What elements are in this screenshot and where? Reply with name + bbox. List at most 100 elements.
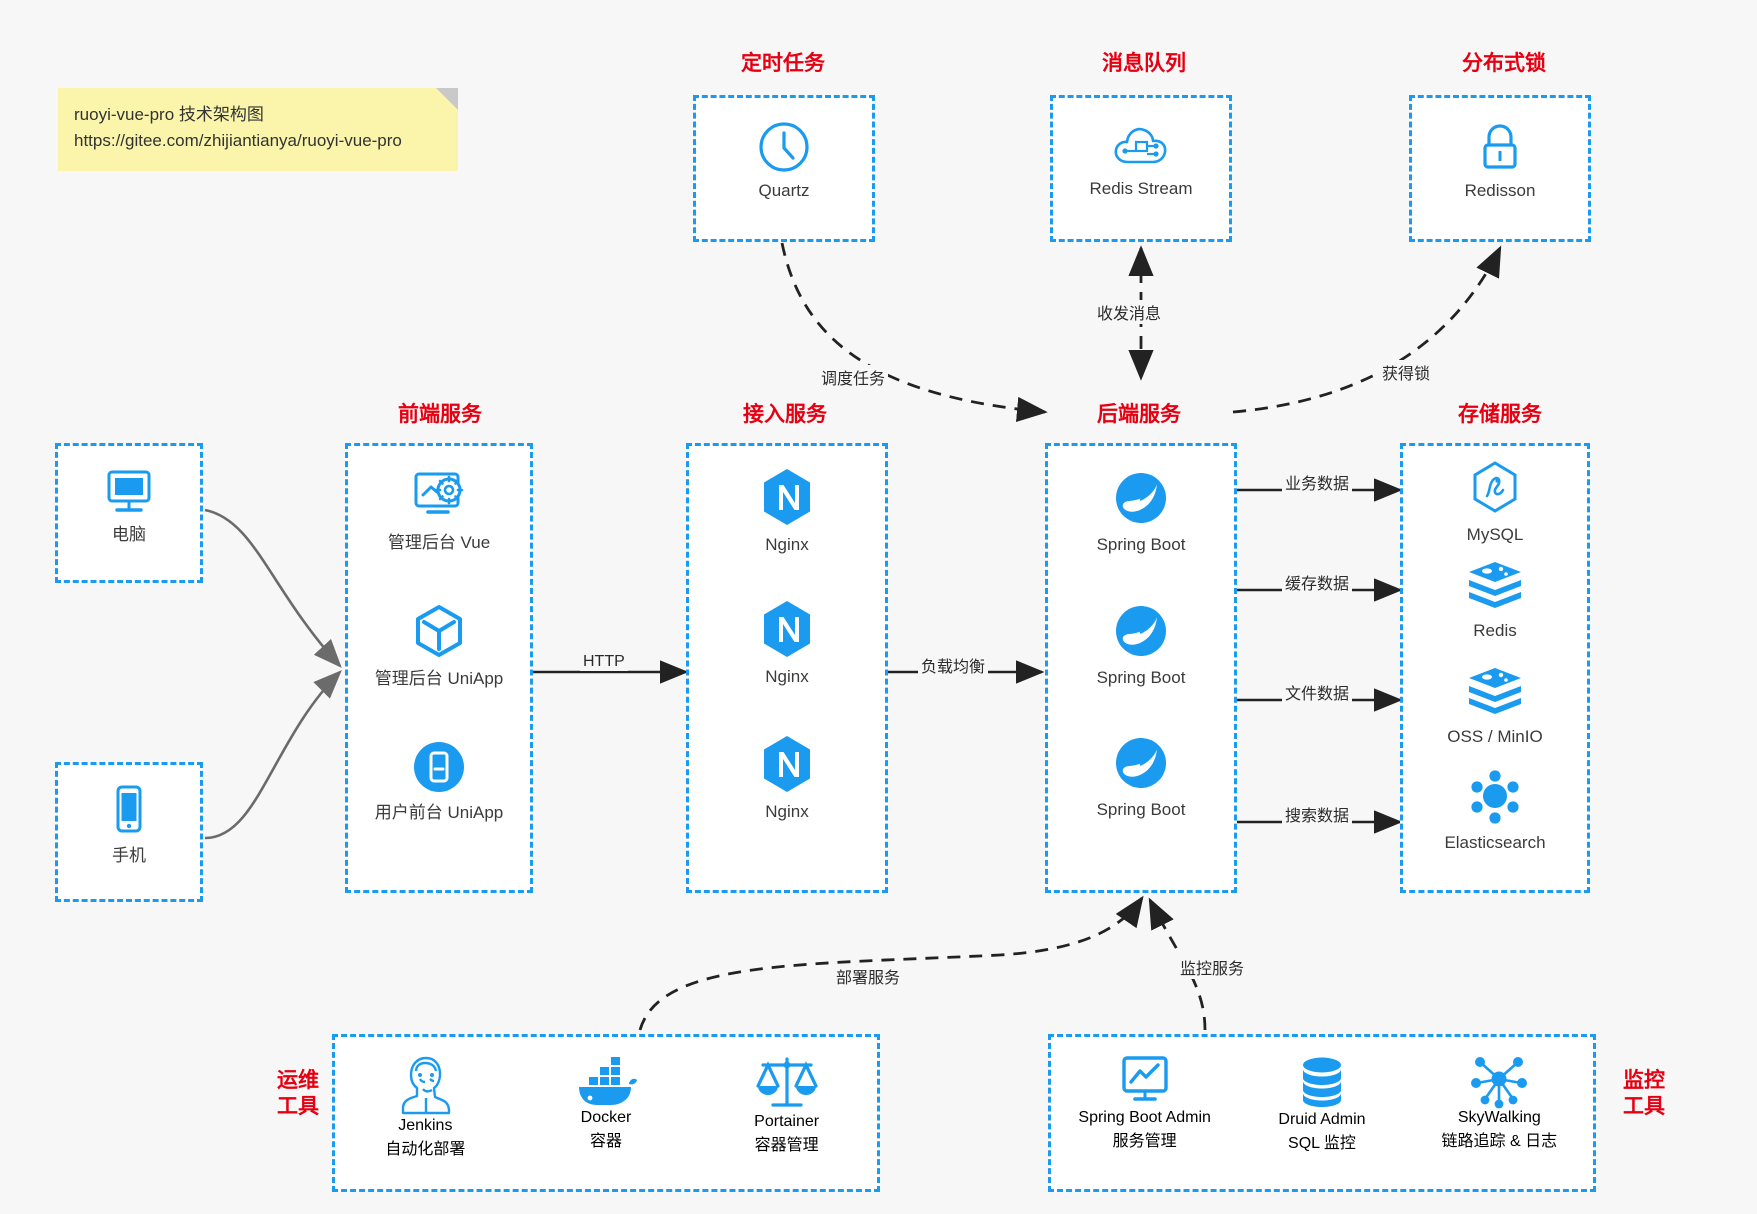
node-druid-admin[interactable]: Druid Admin SQL 监控 (1242, 1053, 1402, 1153)
group-box-backend[interactable]: Spring Boot Spring Boot Spring Boot (1045, 443, 1237, 893)
dashboard-gear-icon (414, 472, 464, 514)
edge-label-mq: 收发消息 (1094, 300, 1165, 324)
mobile-icon (116, 785, 142, 833)
node-portainer[interactable]: Portainer 容器管理 (712, 1053, 862, 1155)
node-label: Elasticsearch (1444, 833, 1546, 852)
node-label: Docker (580, 1109, 632, 1126)
edge-label-deploy: 部署服务 (833, 964, 904, 988)
lock-icon (1483, 124, 1517, 169)
group-box-storage[interactable]: MySQL Redis OSS / MinIO (1400, 443, 1590, 893)
node-user-uniapp[interactable]: 用户前台 UniApp (348, 738, 530, 825)
note-dogear-icon (436, 88, 458, 110)
node-sublabel: 自动化部署 (385, 1141, 466, 1158)
redis-icon (1469, 668, 1521, 714)
node-admin-vue[interactable]: 管理后台 Vue (348, 468, 530, 555)
node-spring-boot-1[interactable]: Spring Boot (1048, 468, 1234, 557)
node-label: Spring Boot (1096, 668, 1186, 687)
group-box-scheduled-task[interactable]: Quartz (693, 95, 875, 242)
node-label: Spring Boot Admin (1078, 1109, 1211, 1126)
node-elasticsearch[interactable]: Elasticsearch (1403, 770, 1587, 855)
edge-label-monitor: 监控服务 (1177, 955, 1248, 979)
note-title: ruoyi-vue-pro 技术架构图 (74, 105, 264, 124)
nginx-icon (764, 736, 810, 792)
node-label: 电脑 (112, 525, 146, 544)
node-jenkins[interactable]: Jenkins 自动化部署 (350, 1053, 500, 1159)
node-spring-boot-admin[interactable]: Spring Boot Admin 服务管理 (1055, 1053, 1235, 1151)
node-label: OSS / MinIO (1447, 727, 1543, 746)
node-label: Nginx (765, 667, 809, 686)
node-label: Redis (1473, 621, 1517, 640)
mysql-icon (1473, 461, 1517, 513)
node-label: 管理后台 UniApp (374, 669, 504, 688)
note-url: https://gitee.com/zhijiantianya/ruoyi-vu… (74, 131, 402, 151)
node-mysql[interactable]: MySQL (1403, 460, 1587, 547)
node-label: 管理后台 Vue (387, 533, 491, 552)
group-title-storage: 存储服务 (1458, 403, 1542, 426)
spring-boot-icon (1116, 606, 1166, 656)
group-title-scheduled-task: 定时任务 (741, 52, 825, 75)
node-spring-boot-3[interactable]: Spring Boot (1048, 733, 1234, 822)
node-label: Nginx (765, 535, 809, 554)
group-title-devops: 运维 工具 (255, 1068, 341, 1121)
node-oss-minio[interactable]: OSS / MinIO (1403, 664, 1587, 749)
node-nginx-1[interactable]: Nginx (689, 466, 885, 557)
node-sublabel: 容器 (589, 1133, 622, 1150)
node-label: Portainer (754, 1113, 820, 1130)
edge-label-biz: 业务数据 (1282, 470, 1353, 494)
group-title-message-queue: 消息队列 (1102, 52, 1186, 75)
group-box-distributed-lock[interactable]: Redisson (1409, 95, 1591, 242)
jenkins-icon (402, 1056, 451, 1115)
node-label: 手机 (112, 846, 146, 865)
node-label: Spring Boot (1096, 535, 1186, 554)
node-redis-stream[interactable]: Redis Stream (1053, 120, 1229, 201)
node-sublabel: 服务管理 (1112, 1133, 1177, 1150)
node-desktop[interactable]: 电脑 (58, 466, 200, 547)
node-skywalking[interactable]: SkyWalking 链路追踪 & 日志 (1409, 1053, 1589, 1151)
node-sublabel: 容器管理 (754, 1137, 819, 1154)
sticky-note: ruoyi-vue-pro 技术架构图 https://gitee.com/zh… (58, 88, 458, 171)
edge-label-schedule: 调度任务 (818, 365, 889, 389)
group-title-distributed-lock: 分布式锁 (1462, 52, 1546, 75)
elasticsearch-icon (1471, 770, 1519, 824)
node-redis[interactable]: Redis (1403, 558, 1587, 643)
node-admin-uniapp[interactable]: 管理后台 UniApp (348, 602, 530, 691)
node-docker[interactable]: Docker 容器 (531, 1053, 681, 1151)
node-nginx-2[interactable]: Nginx (689, 598, 885, 689)
group-title-monitoring: 监控 工具 (1601, 1068, 1687, 1121)
edge-label-lock: 获得锁 (1379, 360, 1434, 384)
group-box-client-desktop[interactable]: 电脑 (55, 443, 203, 583)
clock-icon (759, 122, 809, 172)
nginx-icon (764, 601, 810, 657)
nginx-icon (764, 469, 810, 525)
group-box-frontend[interactable]: 管理后台 Vue 管理后台 UniApp 用户前台 UniApp (345, 443, 533, 893)
edge-label-lb: 负载均衡 (918, 653, 989, 677)
node-label: Quartz (758, 181, 810, 200)
node-spring-boot-2[interactable]: Spring Boot (1048, 601, 1234, 690)
group-box-client-mobile[interactable]: 手机 (55, 762, 203, 902)
node-mobile[interactable]: 手机 (58, 783, 200, 868)
edge-label-cache: 缓存数据 (1282, 570, 1353, 594)
skywalking-icon (1471, 1057, 1528, 1109)
node-sublabel: SQL 监控 (1288, 1135, 1356, 1152)
node-label: Redis Stream (1089, 179, 1193, 198)
node-label: Redisson (1464, 181, 1536, 200)
docker-icon (578, 1057, 637, 1105)
node-label: Nginx (765, 802, 809, 821)
database-icon (1302, 1057, 1341, 1107)
group-box-devops[interactable]: Jenkins 自动化部署 Docker 容器 (332, 1034, 880, 1192)
group-box-gateway[interactable]: Nginx Nginx Nginx (686, 443, 888, 893)
node-nginx-3[interactable]: Nginx (689, 733, 885, 824)
desktop-icon (107, 470, 151, 512)
node-redisson[interactable]: Redisson (1412, 120, 1588, 203)
node-label: Jenkins (398, 1117, 453, 1134)
monitoring-title-line2: 工具 (1623, 1095, 1665, 1119)
node-quartz[interactable]: Quartz (696, 120, 872, 203)
node-label: SkyWalking (1457, 1109, 1541, 1126)
group-box-monitoring[interactable]: Spring Boot Admin 服务管理 Druid Admin SQL 监… (1048, 1034, 1596, 1192)
group-title-frontend: 前端服务 (398, 403, 482, 426)
node-sublabel: 链路追踪 & 日志 (1441, 1133, 1558, 1150)
group-box-message-queue[interactable]: Redis Stream (1050, 95, 1232, 242)
monitoring-title-line1: 监控 (1623, 1069, 1665, 1092)
spring-boot-icon (1116, 473, 1166, 523)
devops-title-line1: 运维 (277, 1069, 319, 1092)
